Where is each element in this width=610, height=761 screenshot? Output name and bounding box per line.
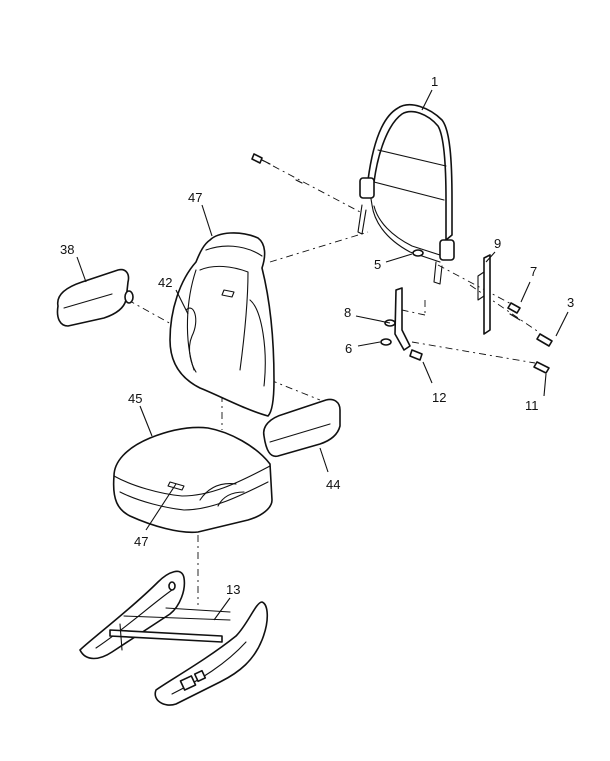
callout-6: 6 bbox=[345, 341, 352, 356]
armrest-left bbox=[56, 268, 134, 327]
bolts bbox=[251, 153, 553, 374]
callout-47-seat: 47 bbox=[134, 534, 148, 549]
callout-1: 1 bbox=[431, 74, 438, 89]
callout-13: 13 bbox=[226, 582, 240, 597]
seat-base-frame bbox=[79, 570, 269, 706]
callout-12: 12 bbox=[432, 390, 446, 405]
back-frame-tube bbox=[357, 104, 455, 285]
callouts: 1 3 5 6 7 8 9 11 12 13 38 42 44 45 47 47 bbox=[60, 74, 574, 597]
callout-8: 8 bbox=[344, 305, 351, 320]
seat-cushion bbox=[112, 426, 273, 534]
callout-3: 3 bbox=[567, 295, 574, 310]
washer-5 bbox=[412, 249, 424, 257]
armrest-right bbox=[262, 398, 341, 458]
callout-9: 9 bbox=[494, 236, 501, 251]
callout-7: 7 bbox=[530, 264, 537, 279]
bracket-plate-9 bbox=[477, 254, 491, 335]
callout-44: 44 bbox=[326, 477, 340, 492]
callout-42: 42 bbox=[158, 275, 172, 290]
seat-back-cushion bbox=[169, 232, 275, 417]
callout-11: 11 bbox=[525, 398, 539, 413]
callout-47-back: 47 bbox=[188, 190, 202, 205]
leader-lines bbox=[76, 89, 569, 621]
callout-38: 38 bbox=[60, 242, 74, 257]
callout-5: 5 bbox=[374, 257, 381, 272]
callout-45: 45 bbox=[128, 391, 142, 406]
nut-6 bbox=[380, 338, 392, 346]
